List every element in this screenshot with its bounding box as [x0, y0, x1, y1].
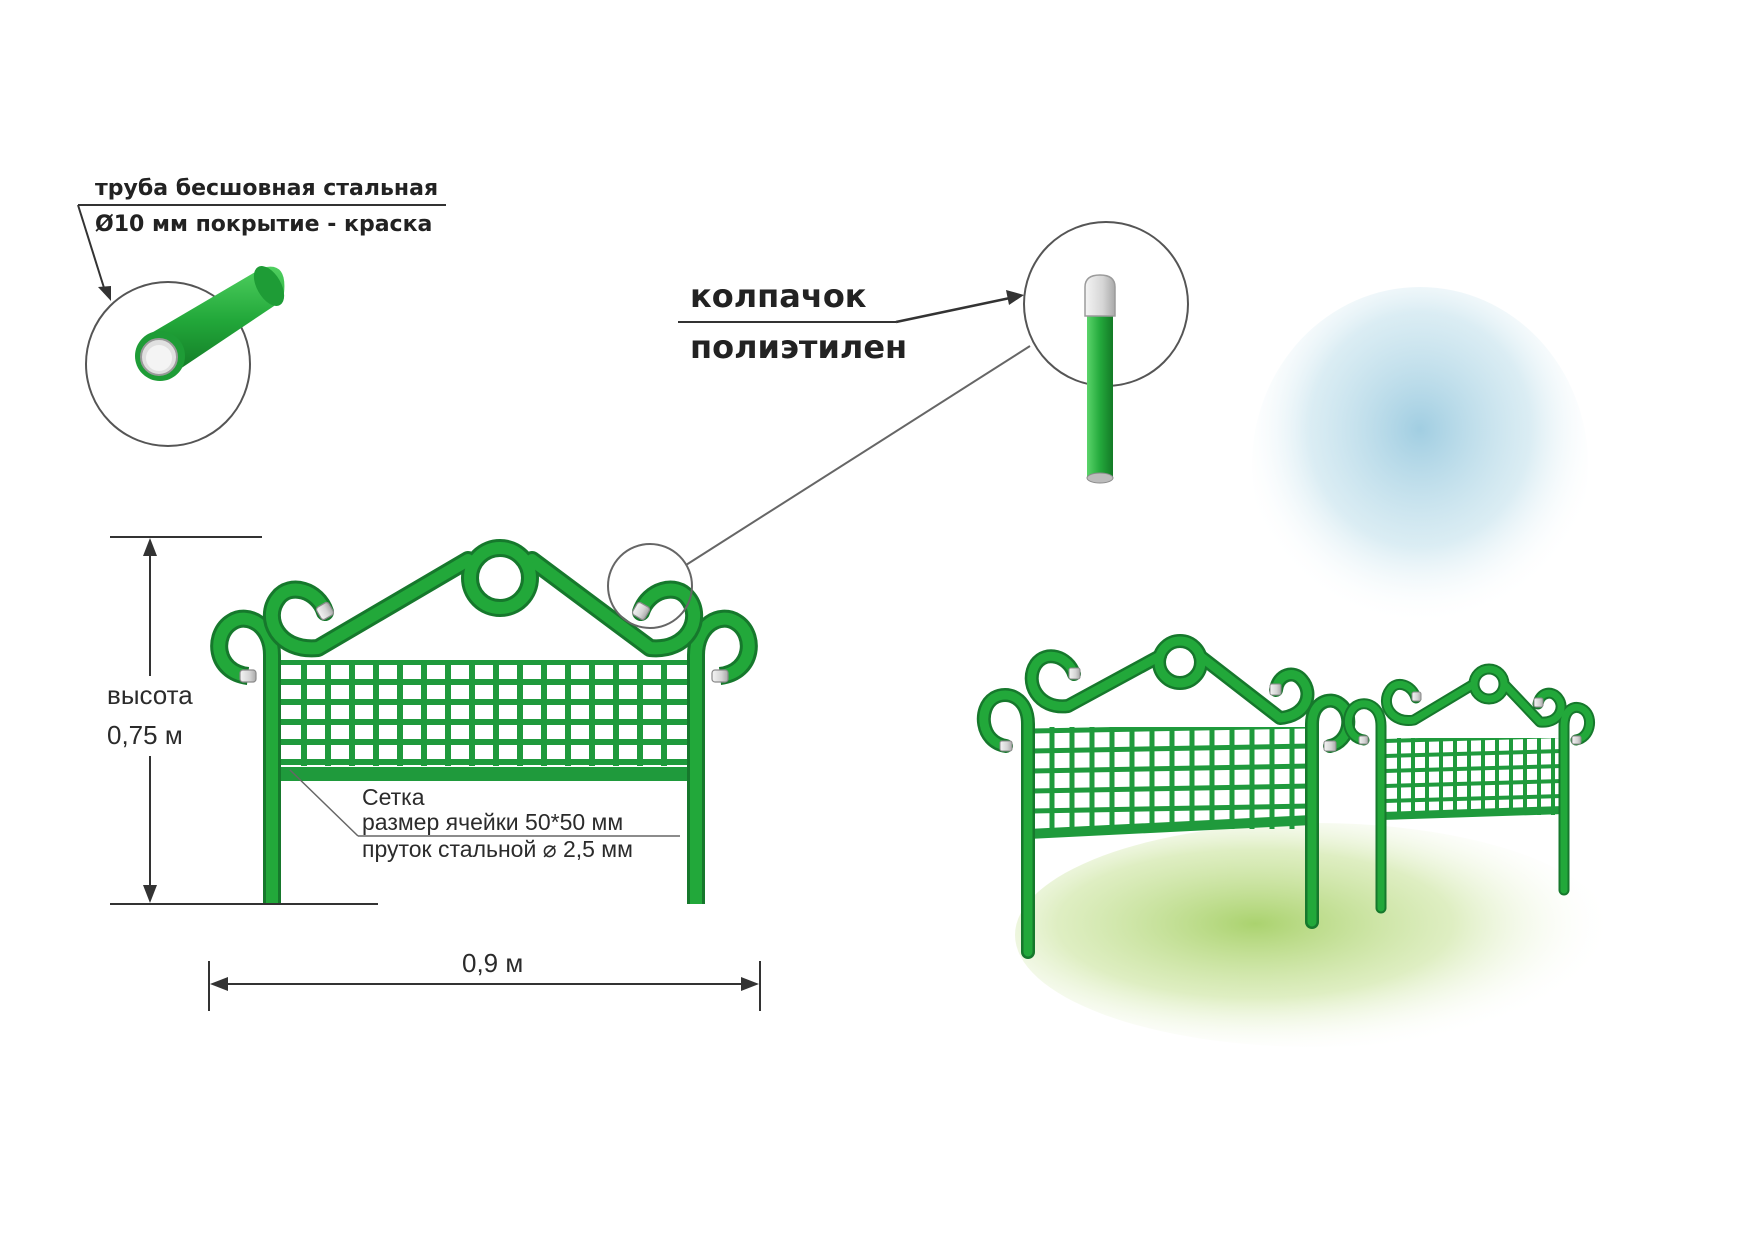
mesh-label-line2: размер ячейки 50*50 мм	[362, 809, 623, 835]
front-fence-cap	[631, 601, 651, 621]
perspective-fence-small-frame	[1345, 700, 1385, 912]
pipe-leader-arrow	[98, 286, 111, 301]
width-value: 0,9 м	[462, 948, 523, 978]
front-fence-center-ring	[464, 542, 536, 614]
front-fence-cap	[239, 669, 257, 683]
cap-label-line1: колпачок	[690, 277, 867, 315]
mesh-label-line3: пруток стальной ⌀ 2,5 мм	[362, 836, 633, 862]
front-fence-left-post	[213, 612, 278, 904]
mesh-annotation: Сетка размер ячейки 50*50 мм пруток стал…	[289, 769, 680, 862]
pipe-detail: труба бесшовная стальная Ø10 мм покрытие…	[77, 176, 446, 447]
front-fence	[210, 539, 758, 904]
perspective-fence-large-ring	[1154, 636, 1206, 688]
cap-post	[1087, 313, 1113, 478]
perspective-fence-small-ring	[1470, 665, 1508, 703]
pipe-leader-line	[77, 204, 106, 292]
height-dimension: высота 0,75 м	[100, 536, 378, 905]
grass-blob	[1015, 823, 1615, 1047]
magnifier-circle	[607, 543, 693, 629]
front-fence-cap	[711, 669, 729, 683]
magnifier-connector	[685, 345, 1031, 566]
height-value: 0,75 м	[107, 720, 183, 750]
height-word: высота	[107, 680, 193, 710]
cap-leader-line	[895, 296, 1011, 324]
cap-post-bottom	[1086, 472, 1114, 484]
perspective-fence-large-frame	[979, 690, 1033, 957]
cap-detail: колпачок полиэтилен	[678, 221, 1189, 566]
perspective-fence-large	[976, 634, 1356, 959]
front-fence-right-post	[690, 612, 755, 904]
front-fence-cap	[315, 601, 335, 621]
pipe-bore-inner	[146, 345, 172, 371]
cap-label-line2: полиэтилен	[690, 328, 907, 366]
width-dimension: 0,9 м	[208, 948, 761, 1011]
pipe-label-line1: труба бесшовная стальная	[95, 176, 438, 201]
pipe-far-end	[253, 266, 285, 306]
mesh-label-line1: Сетка	[362, 784, 425, 810]
sky-blob	[1252, 287, 1588, 643]
cap-top	[1084, 274, 1116, 317]
front-fence-mesh	[278, 660, 688, 766]
pipe-label-line2: Ø10 мм покрытие - краска	[95, 212, 432, 237]
cap-leader-arrow	[1006, 290, 1024, 305]
perspective-fence-small	[1343, 663, 1596, 914]
